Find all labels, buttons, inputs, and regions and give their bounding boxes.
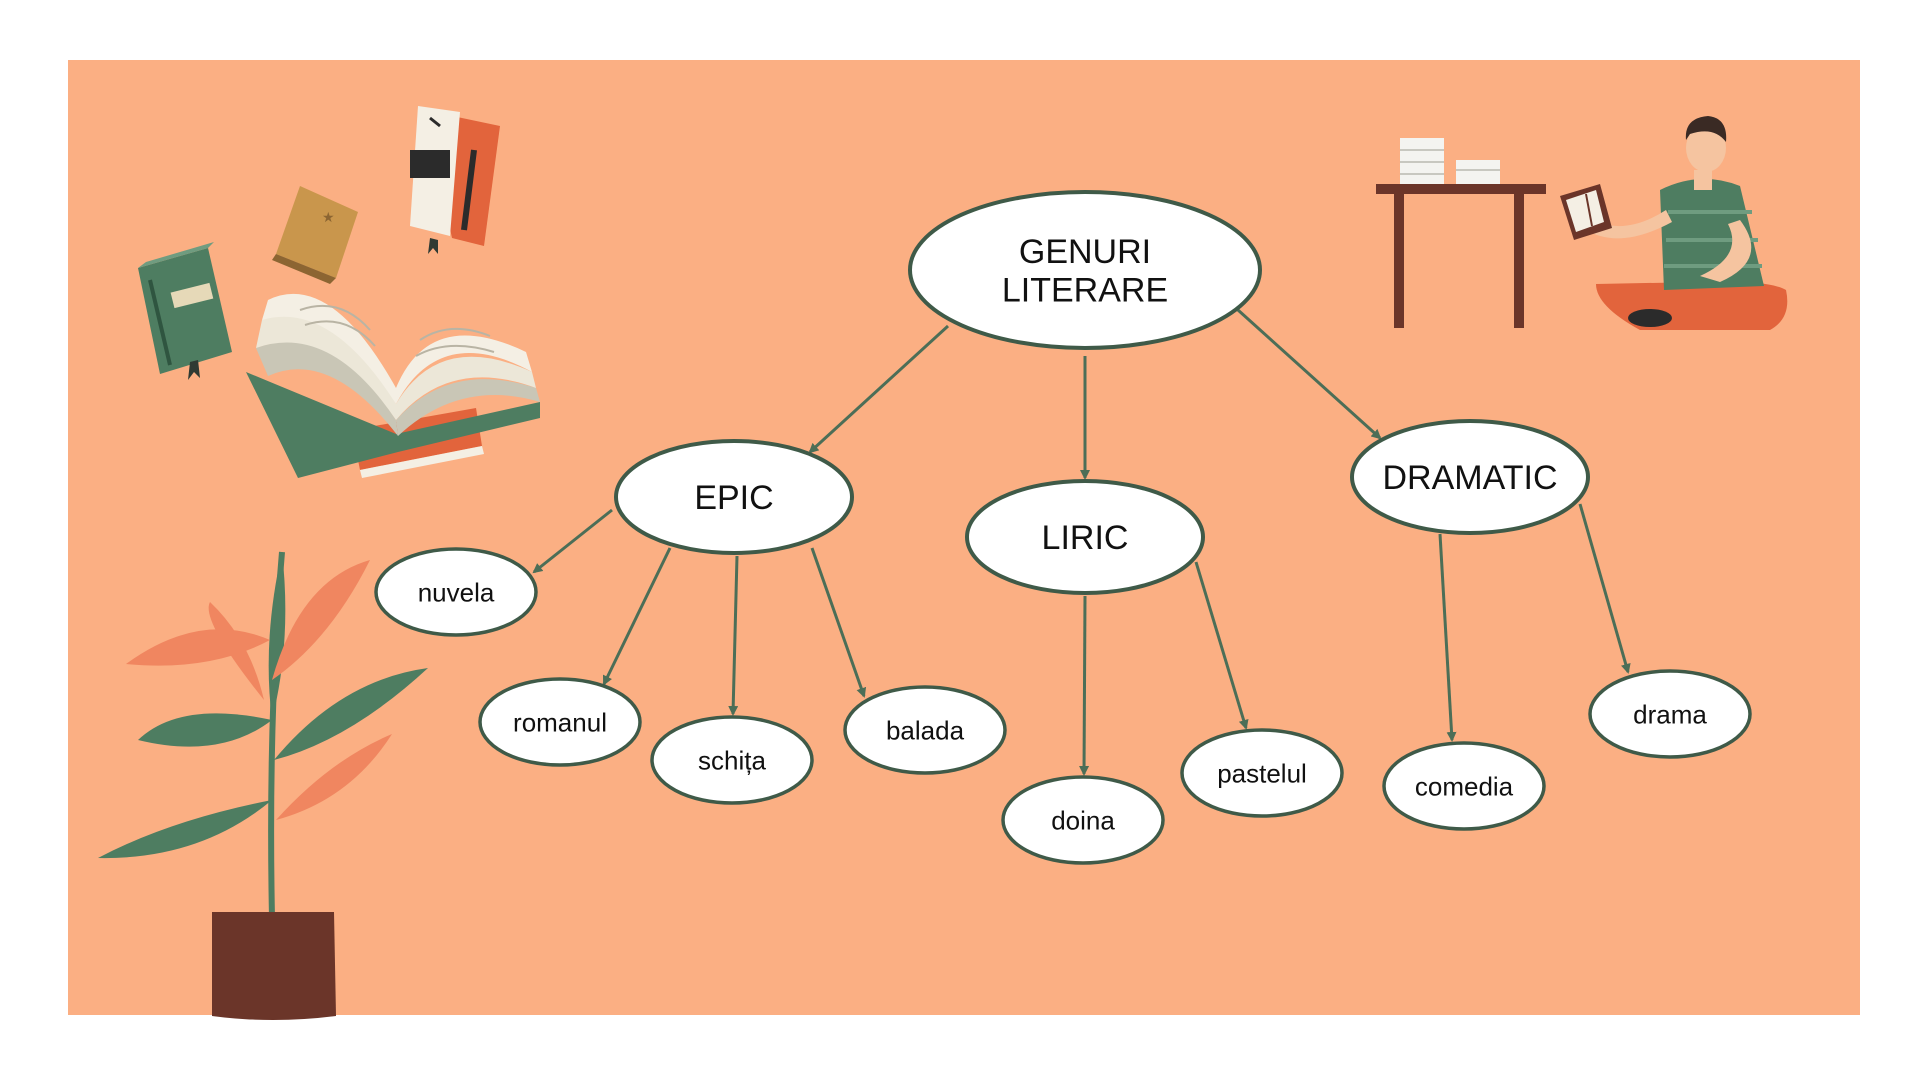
node-liric-label: LIRIC [1042, 519, 1129, 557]
node-liric-shape [965, 479, 1205, 595]
node-balada-shape [843, 685, 1007, 775]
node-nuvela-label: nuvela [418, 577, 495, 607]
edge-liric-doina [1079, 595, 1090, 776]
edge-dramatic-drama [1578, 503, 1631, 674]
node-schita-label: schița [698, 745, 766, 775]
node-genuri-shape [908, 190, 1262, 350]
svg-text:★: ★ [322, 210, 335, 226]
node-dramatic: DRAMATIC [1350, 419, 1590, 535]
node-comedia-shape [1382, 741, 1546, 831]
node-romanul-shape [478, 677, 642, 767]
node-drama: drama [1588, 669, 1752, 759]
node-dramatic-label: DRAMATIC [1382, 459, 1557, 497]
flying-books-illustration: ★ [138, 106, 540, 478]
node-epic: EPIC [614, 439, 854, 555]
node-schita: schița [650, 715, 814, 805]
node-comedia: comedia [1382, 741, 1546, 831]
node-doina-label: doina [1051, 805, 1115, 835]
plant-illustration [98, 551, 428, 1020]
edge-epic-nuvela [532, 508, 613, 574]
edge-liric-pastelul [1194, 561, 1249, 730]
node-balada-label: balada [886, 715, 965, 745]
books-icon [138, 242, 232, 380]
reader-illustration [1376, 116, 1788, 330]
books-icon: ★ [272, 186, 358, 284]
node-genuri-label: LITERARE [1002, 271, 1168, 309]
node-pastelul-label: pastelul [1217, 758, 1307, 788]
node-balada: balada [843, 685, 1007, 775]
node-romanul: romanul [478, 677, 642, 767]
edge-genuri-dramatic [1236, 308, 1382, 440]
edge-epic-romanul [602, 547, 672, 686]
node-doina: doina [1001, 775, 1165, 865]
person-reading-icon [1376, 116, 1788, 330]
edge-epic-schița [728, 555, 739, 716]
node-dramatic-shape [1350, 419, 1590, 535]
books-icon [246, 293, 540, 478]
node-nuvela-shape [374, 547, 538, 637]
node-pastelul-shape [1180, 728, 1344, 818]
node-drama-label: drama [1633, 699, 1707, 729]
node-doina-shape [1001, 775, 1165, 865]
node-schita-shape [650, 715, 814, 805]
node-epic-shape [614, 439, 854, 555]
node-comedia-label: comedia [1415, 771, 1514, 801]
node-liric: LIRIC [965, 479, 1205, 595]
books-icon [410, 106, 500, 254]
edge-genuri-epic [808, 324, 950, 454]
node-drama-shape [1588, 669, 1752, 759]
potted-plant-icon [98, 551, 428, 1020]
node-epic-label: EPIC [694, 479, 773, 517]
diagram-edges [532, 308, 1631, 776]
node-nuvela: nuvela [374, 547, 538, 637]
node-genuri-label: GENURI [1019, 233, 1151, 271]
node-pastelul: pastelul [1180, 728, 1344, 818]
edge-epic-balada [810, 547, 867, 698]
edge-dramatic-comedia [1438, 533, 1457, 742]
node-romanul-label: romanul [513, 707, 607, 737]
